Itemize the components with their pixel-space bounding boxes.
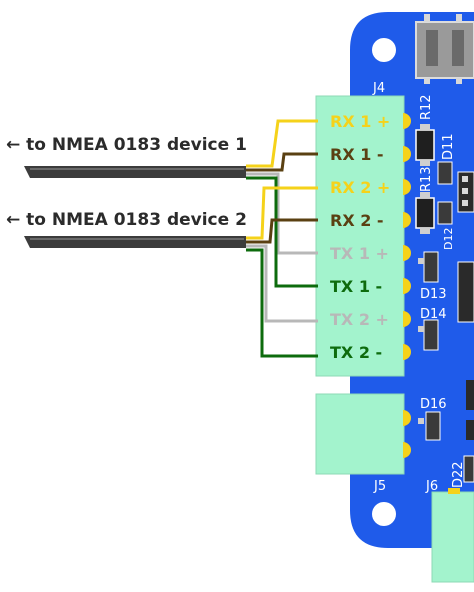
pad-2: [403, 146, 411, 162]
device-2-label: ← to NMEA 0183 device 2: [6, 210, 247, 230]
header-component: [415, 14, 474, 84]
pad-1: [403, 113, 411, 129]
cable-device-2: [24, 236, 246, 248]
cable-device-1: [24, 166, 246, 178]
wire-rx1-minus: [246, 152, 318, 172]
j4-pads: [403, 113, 411, 360]
d13-label: D13: [420, 287, 447, 302]
wire-tx2-plus: [246, 244, 318, 323]
cables: [24, 166, 246, 248]
wire-rx1-plus: [246, 119, 318, 168]
wire-rx2-minus: [246, 218, 318, 244]
r13-label: R13: [419, 166, 434, 192]
connector-j6-pad: [448, 488, 460, 494]
pad-4: [403, 212, 411, 228]
cable-device-2-highlight: [30, 238, 244, 240]
wire-rx2-plus: [246, 186, 318, 240]
connector-j6: [431, 491, 474, 583]
d16-label: D16: [420, 397, 447, 412]
d11-label: D11: [441, 133, 456, 160]
mounting-hole-top: [372, 38, 396, 62]
cable-device-1-highlight: [30, 168, 244, 170]
wires: [246, 119, 318, 358]
d22-label: D22: [451, 461, 466, 488]
pad-6: [403, 278, 411, 294]
device-1-label: ← to NMEA 0183 device 1: [6, 135, 247, 155]
connector-j5-label: J5: [373, 479, 386, 494]
pad-5: [403, 245, 411, 261]
connector-j5: [315, 393, 405, 475]
d14-label: D14: [420, 307, 447, 322]
smd-components: [415, 124, 474, 483]
connector-j6-label: J6: [425, 479, 438, 494]
wire-tx1-plus: [246, 172, 318, 255]
r12-label: R12: [419, 94, 434, 120]
pin-label-rx1-plus: RX 1 +: [330, 112, 390, 131]
pin-label-tx2-plus: TX 2 +: [330, 310, 389, 329]
j5-pad-2: [403, 442, 411, 458]
pad-7: [403, 311, 411, 327]
wire-tx2-minus: [246, 248, 318, 358]
wire-tx1-minus: [246, 176, 318, 288]
j5-pad-1: [403, 410, 411, 426]
mounting-hole-bottom: [372, 502, 396, 526]
j5-pads: [403, 410, 411, 458]
pin-label-tx1-minus: TX 1 -: [330, 277, 382, 296]
pad-8: [403, 344, 411, 360]
pin-label-rx2-minus: RX 2 -: [330, 211, 384, 230]
connector-j4-label: J4: [372, 81, 385, 96]
pad-3: [403, 179, 411, 195]
pin-label-rx1-minus: RX 1 -: [330, 145, 384, 164]
pin-label-tx1-plus: TX 1 +: [330, 244, 389, 263]
connector-j4: [315, 95, 405, 377]
pin-label-tx2-minus: TX 2 -: [330, 343, 382, 362]
pin-label-rx2-plus: RX 2 +: [330, 178, 390, 197]
d12-label: D12: [442, 228, 455, 250]
